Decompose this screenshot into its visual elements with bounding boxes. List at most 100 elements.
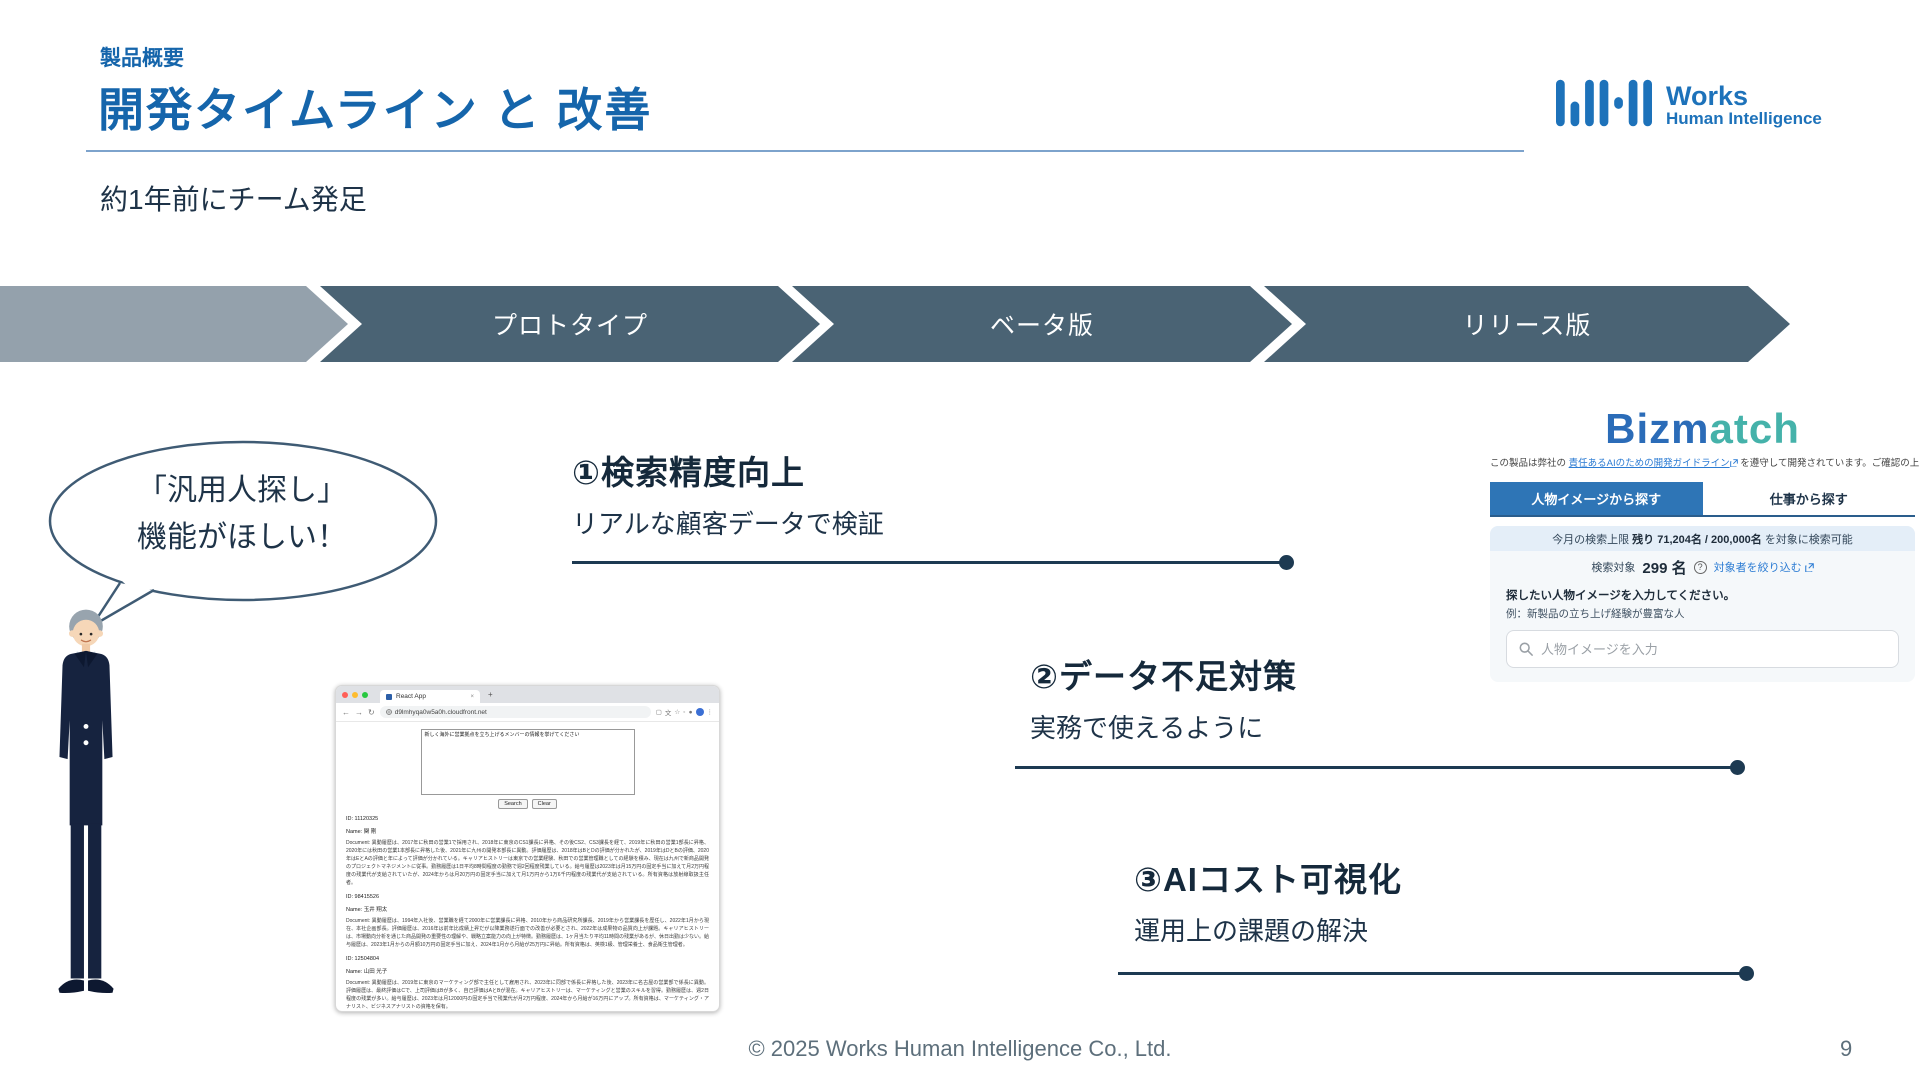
minimize-window-icon[interactable] bbox=[352, 691, 358, 698]
favicon-icon bbox=[386, 693, 392, 700]
bizmatch-search-card: 今月の検索上限 残り 71,204名 / 200,000名 を対象に検索可能 検… bbox=[1490, 526, 1915, 682]
result-id: ID: 11120325 bbox=[346, 816, 379, 822]
browser-tab-title: React App bbox=[396, 693, 426, 700]
close-window-icon[interactable] bbox=[342, 691, 348, 698]
result-name: Name: 玉井 翔太 bbox=[346, 907, 388, 913]
timeline-stage-label: プロトタイプ bbox=[491, 312, 648, 340]
works-logo-icon bbox=[1556, 74, 1652, 137]
tab-search-by-person-image[interactable]: 人物イメージから探す bbox=[1490, 482, 1703, 515]
result-record: ID: 12504804 Name: 山田 光子 Document: 異動履歴は… bbox=[346, 956, 709, 1011]
bookmark-star-icon[interactable]: ☆ bbox=[674, 709, 681, 716]
quota-prefix: 今月の検索上限 bbox=[1552, 533, 1630, 546]
businessman-illustration bbox=[48, 606, 124, 1004]
bizmatch-logo-part1: Bizm bbox=[1605, 405, 1710, 452]
browser-screenshot: React App × + ← → ↻ d9lmhyqa0w5a0h.cloud… bbox=[335, 685, 720, 1012]
disclaimer-prefix: この製品は弊社の bbox=[1490, 458, 1569, 469]
bizmatch-logo: Bizmatch bbox=[1605, 405, 1800, 452]
person-image-search-box[interactable] bbox=[1506, 630, 1899, 668]
timeline-stage-prototype: プロトタイプ bbox=[320, 286, 820, 362]
disclaimer-suffix: を遵守して開発されています。ご確認の上ご利用ください。 bbox=[1740, 458, 1920, 469]
speech-bubble-line2: 機能がほしい！ bbox=[137, 520, 347, 554]
speech-bubble-line1: 「汎用人探し」 bbox=[137, 474, 347, 507]
result-id: ID: 98415526 bbox=[346, 894, 380, 900]
result-document: Document: 異動履歴は、2019年に東京のマーケティング部で主任として雇… bbox=[346, 980, 709, 1010]
improvement-2-dot bbox=[1730, 760, 1745, 775]
extension-icon[interactable]: ● bbox=[688, 708, 693, 716]
improvement-2-desc: 実務で使えるように bbox=[1030, 713, 1264, 743]
improvement-3: ③AIコスト可視化 運用上の課題の解決 bbox=[1134, 853, 1402, 948]
browser-toolbar: ← → ↻ d9lmhyqa0w5a0h.cloudfront.net ▢ 文 … bbox=[336, 703, 719, 722]
target-label: 検索対象 bbox=[1591, 562, 1636, 574]
back-icon[interactable]: ← bbox=[342, 707, 350, 717]
improvement-3-rule bbox=[1118, 966, 1754, 981]
improvement-3-dot bbox=[1739, 966, 1754, 981]
improvement-1-rule bbox=[572, 555, 1294, 570]
profile-avatar[interactable] bbox=[695, 708, 704, 716]
help-icon[interactable]: ? bbox=[1693, 560, 1707, 574]
tab-close-icon[interactable]: × bbox=[470, 693, 474, 700]
query-text: 新しく海外に営業拠点を立ち上げるメンバーの情報を挙げてください bbox=[424, 732, 580, 738]
company-logo: Works Human Intelligence bbox=[1556, 72, 1886, 138]
browser-tab[interactable]: React App × bbox=[380, 690, 480, 703]
improvement-2: ②データ不足対策 実務で使えるように bbox=[1030, 650, 1297, 745]
new-tab-icon[interactable]: + bbox=[488, 690, 493, 699]
improvement-3-desc: 運用上の課題の解決 bbox=[1134, 916, 1369, 946]
guideline-link[interactable]: 責任あるAIのための開発ガイドライン bbox=[1568, 458, 1730, 469]
improvement-1-desc: リアルな顧客データで検証 bbox=[572, 509, 884, 539]
menu-dots-icon[interactable]: ⋮ bbox=[706, 709, 714, 716]
result-id: ID: 12504804 bbox=[346, 956, 380, 962]
forward-icon[interactable]: → bbox=[355, 707, 363, 717]
browser-titlebar: React App × + bbox=[336, 686, 719, 703]
address-bar[interactable]: d9lmhyqa0w5a0h.cloudfront.net bbox=[379, 706, 651, 718]
bizmatch-panel: Bizmatch この製品は弊社の 責任あるAIのための開発ガイドライン を遵守… bbox=[1490, 405, 1920, 682]
bizmatch-logo-part2: atch bbox=[1709, 405, 1800, 452]
search-button[interactable]: Search bbox=[498, 799, 528, 809]
translate-icon[interactable]: 文 bbox=[664, 710, 672, 717]
bizmatch-tabs: 人物イメージから探す 仕事から探す bbox=[1490, 482, 1915, 517]
timeline-stage-start bbox=[0, 286, 348, 362]
external-link-icon bbox=[1729, 459, 1738, 468]
result-name: Name: 山田 光子 bbox=[346, 969, 388, 975]
extension-icon[interactable]: ▢ bbox=[655, 709, 662, 716]
filter-targets-link[interactable]: 対象者を絞り込む bbox=[1714, 559, 1814, 575]
target-count: 299 名 bbox=[1642, 559, 1687, 577]
clear-button[interactable]: Clear bbox=[531, 799, 557, 809]
improvement-2-title: ②データ不足対策 bbox=[1030, 658, 1297, 695]
query-buttons: Search Clear bbox=[346, 799, 709, 809]
tab-search-by-job[interactable]: 仕事から探す bbox=[1702, 482, 1915, 515]
result-name: Name: 関 剛 bbox=[346, 829, 377, 835]
slide-subtitle: 約1年前にチーム発足 bbox=[100, 184, 367, 215]
timeline-stage-beta: ベータ版 bbox=[792, 286, 1292, 362]
search-icon bbox=[1519, 642, 1533, 656]
copyright: © 2025 Works Human Intelligence Co., Ltd… bbox=[748, 1036, 1172, 1061]
external-link-icon bbox=[1804, 562, 1814, 572]
speech-bubble bbox=[42, 438, 444, 630]
logo-line1: Works bbox=[1666, 80, 1749, 111]
bizmatch-disclaimer: この製品は弊社の 責任あるAIのための開発ガイドライン を遵守して開発されていま… bbox=[1490, 455, 1920, 469]
result-document: Document: 異動履歴は、2017年に秋田の営業1で採用され、2018年に… bbox=[346, 840, 709, 886]
quota-remaining: 残り 71,204名 / 200,000名 bbox=[1632, 533, 1762, 546]
title-underline bbox=[86, 150, 1524, 152]
extension-icon[interactable]: ◦ bbox=[683, 708, 686, 716]
timeline-stage-label: ベータ版 bbox=[989, 312, 1094, 340]
maximize-window-icon[interactable] bbox=[362, 691, 368, 698]
filter-targets-label: 対象者を絞り込む bbox=[1713, 562, 1802, 574]
search-input[interactable] bbox=[1541, 641, 1886, 657]
logo-line2: Human Intelligence bbox=[1666, 109, 1822, 129]
slide-eyebrow: 製品概要 bbox=[100, 47, 184, 70]
site-info-icon bbox=[385, 709, 392, 715]
company-logo-text: Works Human Intelligence bbox=[1666, 82, 1822, 128]
reload-icon[interactable]: ↻ bbox=[368, 707, 375, 717]
prompt-section: 探したい人物イメージを入力してください。 例：新製品の立ち上げ経験が豊富な人 bbox=[1490, 583, 1915, 621]
url-text: d9lmhyqa0w5a0h.cloudfront.net bbox=[394, 708, 487, 716]
browser-extension-icons: ▢ 文 ☆ ◦ ● ⋮ bbox=[656, 707, 713, 717]
result-document: Document: 異動履歴は、1994年入社後、営業職を経て2000年に営業課… bbox=[346, 918, 709, 948]
improvement-1-dot bbox=[1279, 555, 1294, 570]
improvement-1-title: ①検索精度向上 bbox=[572, 454, 805, 491]
result-record: ID: 11120325 Name: 関 剛 Document: 異動履歴は、2… bbox=[346, 816, 709, 887]
query-textarea[interactable]: 新しく海外に営業拠点を立ち上げるメンバーの情報を挙げてください bbox=[420, 729, 635, 795]
timeline-stage-label: リリース版 bbox=[1462, 312, 1592, 340]
browser-page-content: 新しく海外に営業拠点を立ち上げるメンバーの情報を挙げてください Search C… bbox=[336, 722, 719, 1011]
quota-suffix: を対象に検索可能 bbox=[1764, 533, 1853, 546]
